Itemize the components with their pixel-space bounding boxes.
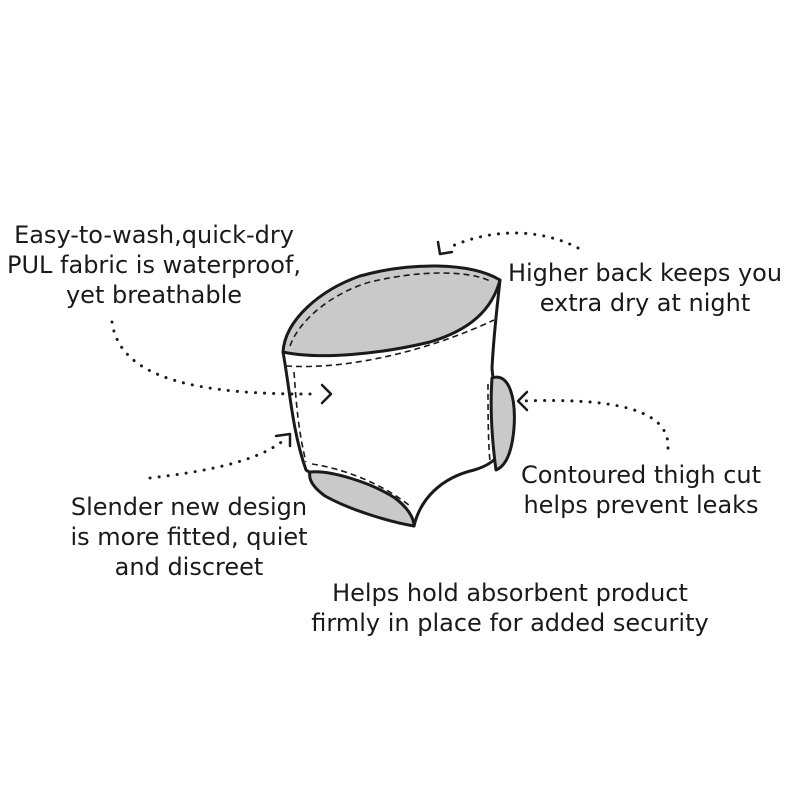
fabric-callout-line-2: PUL fabric is waterproof,	[7, 251, 301, 279]
thigh-arrowhead	[516, 390, 529, 412]
left-leg-opening	[308, 470, 416, 528]
thigh-callout: Contoured thigh cut helps prevent leaks	[516, 460, 766, 520]
design-callout: Slender new design is more fitted, quiet…	[54, 492, 324, 582]
waist-stitching	[289, 272, 493, 347]
design-arrowhead	[274, 432, 292, 448]
back-arrowhead	[436, 240, 454, 256]
back-callout: Higher back keeps you extra dry at night	[500, 258, 790, 318]
fabric-callout: Easy-to-wash,quick-dry PUL fabric is wat…	[6, 220, 302, 310]
thigh-callout-line-1: Contoured thigh cut	[520, 461, 762, 489]
fabric-arrowhead	[320, 383, 333, 405]
back-leader-line	[446, 231, 580, 250]
thigh-leader-line	[520, 399, 670, 450]
front-waistband-stitching	[285, 319, 495, 368]
fabric-callout-line-1: Easy-to-wash,quick-dry	[14, 221, 294, 249]
design-leader-line	[148, 438, 286, 480]
waist-opening	[281, 264, 502, 358]
hold-callout-line-1: Helps hold absorbent product	[332, 579, 688, 607]
thigh-callout-line-2: helps prevent leaks	[523, 491, 759, 519]
design-callout-line-2: is more fitted, quiet	[70, 523, 308, 551]
back-callout-line-1: Higher back keeps you	[507, 259, 783, 287]
right-leg-stitching	[487, 383, 491, 463]
back-callout-line-2: extra dry at night	[539, 289, 751, 317]
design-callout-line-1: Slender new design	[70, 493, 308, 521]
hold-callout-line-2: firmly in place for added security	[311, 609, 709, 637]
design-callout-line-3: and discreet	[114, 553, 264, 581]
fabric-leader-line	[110, 320, 320, 396]
left-leg-stitching	[311, 463, 411, 507]
fabric-callout-line-3: yet breathable	[65, 281, 243, 309]
right-leg-opening	[489, 375, 516, 472]
side-seam-stitching	[293, 371, 307, 463]
garment	[281, 264, 516, 528]
hold-callout: Helps hold absorbent product firmly in p…	[290, 578, 730, 638]
